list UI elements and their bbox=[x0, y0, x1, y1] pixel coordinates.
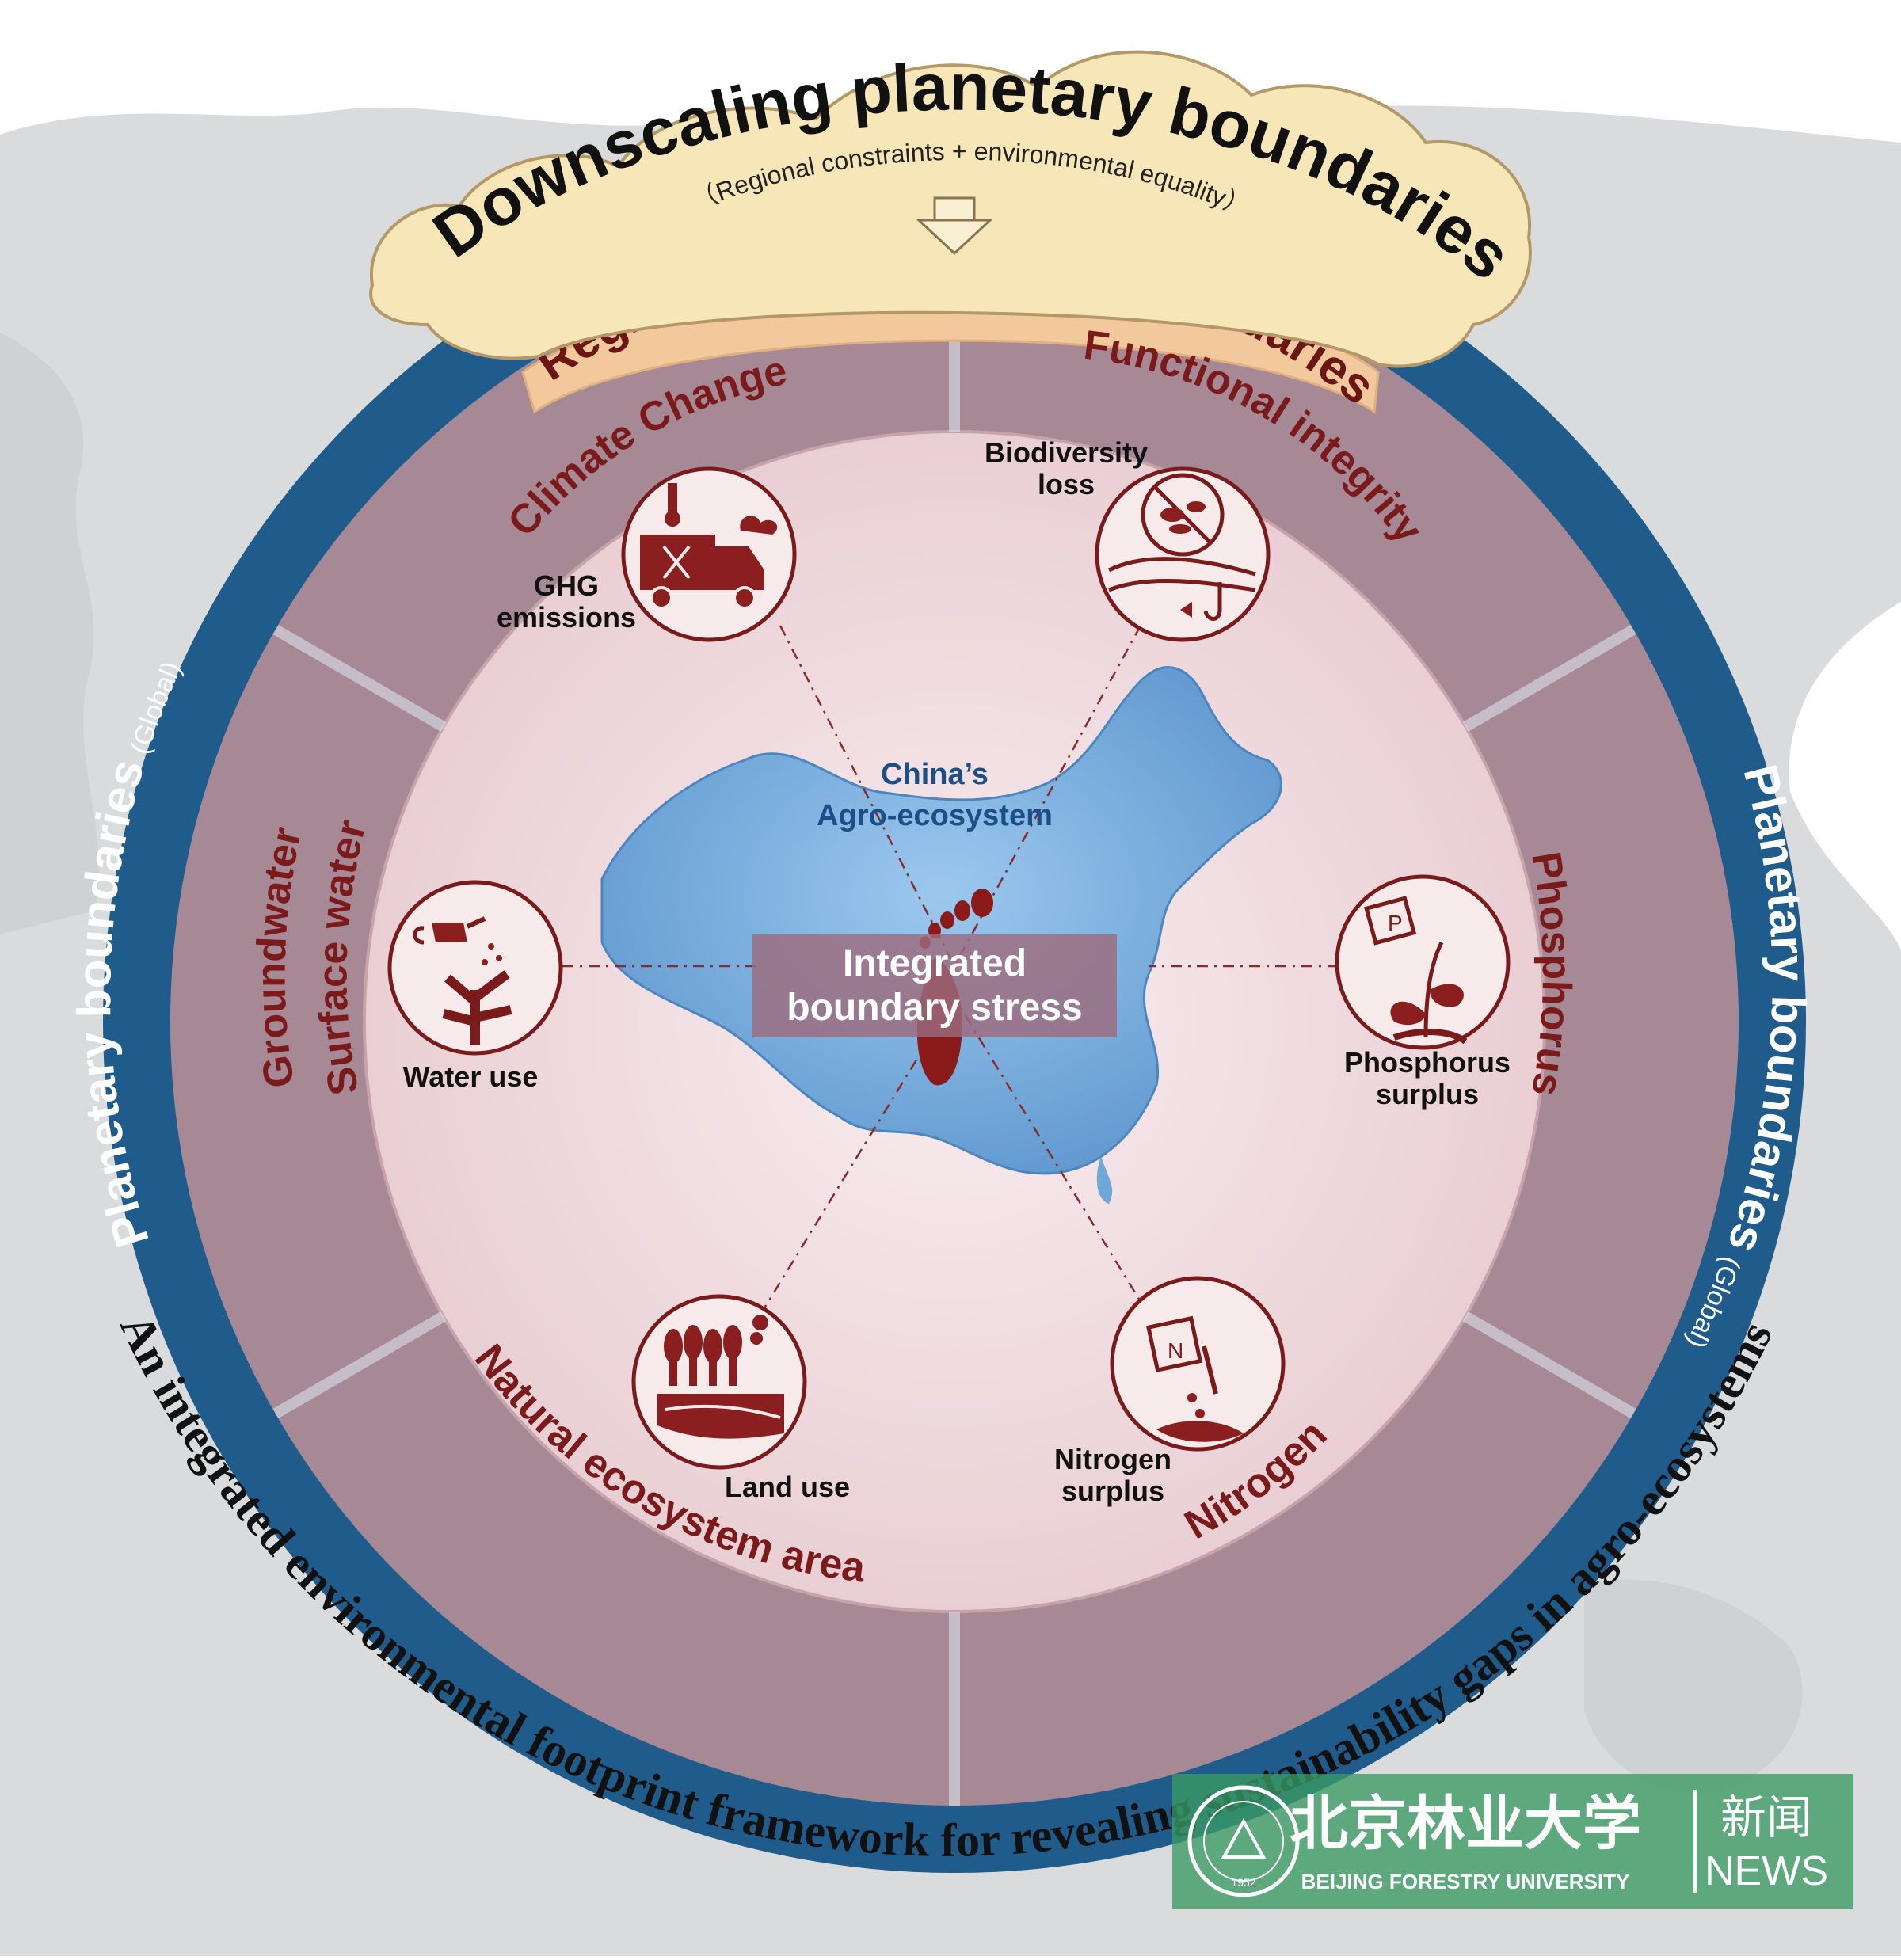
nitrogen-label-1: Nitrogen bbox=[1054, 1443, 1171, 1475]
china-label-2: Agro-ecosystem bbox=[817, 799, 1053, 832]
watermark: 1952 北京林业大学 BEIJING FORESTRY UNIVERSITY … bbox=[1172, 1774, 1853, 1909]
biodiversity-loss-icon bbox=[1095, 466, 1271, 642]
svg-text:N: N bbox=[1168, 1338, 1183, 1363]
water-use-icon bbox=[387, 880, 563, 1056]
university-name-cn: 北京林业大学 bbox=[1290, 1791, 1641, 1856]
nitrogen-surplus-icon: N bbox=[1110, 1276, 1286, 1452]
stress-label-1: Integrated bbox=[843, 942, 1027, 984]
nitrogen-label-2: surplus bbox=[1061, 1475, 1164, 1507]
china-label-1: China’s bbox=[881, 758, 989, 791]
phosphorus-surplus-icon: P bbox=[1335, 874, 1511, 1050]
land-use-label: Land use bbox=[725, 1471, 850, 1503]
university-seal-icon bbox=[1187, 1785, 1300, 1897]
integrated-stress-box bbox=[752, 934, 1117, 1037]
news-cn: 新闻 bbox=[1720, 1792, 1812, 1844]
biodiversity-label-2: loss bbox=[1038, 468, 1095, 500]
news-en: NEWS bbox=[1705, 1848, 1828, 1894]
phosphorus-label-2: surplus bbox=[1376, 1078, 1479, 1110]
ghg-emissions-icon bbox=[621, 466, 797, 642]
phosphorus-label-1: Phosphorus bbox=[1344, 1046, 1511, 1079]
down-arrow-icon bbox=[916, 196, 993, 256]
ghg-label-1: GHG bbox=[534, 569, 599, 602]
biodiversity-label-1: Biodiversity bbox=[985, 436, 1148, 469]
university-name-en: BEIJING FORESTRY UNIVERSITY bbox=[1301, 1870, 1630, 1893]
ghg-label-2: emissions bbox=[497, 601, 636, 634]
land-use-icon bbox=[631, 1294, 807, 1470]
svg-text:P: P bbox=[1388, 911, 1403, 935]
seal-year: 1952 bbox=[1231, 1876, 1255, 1889]
stress-label-2: boundary stress bbox=[787, 987, 1082, 1029]
water-use-label: Water use bbox=[403, 1060, 539, 1093]
